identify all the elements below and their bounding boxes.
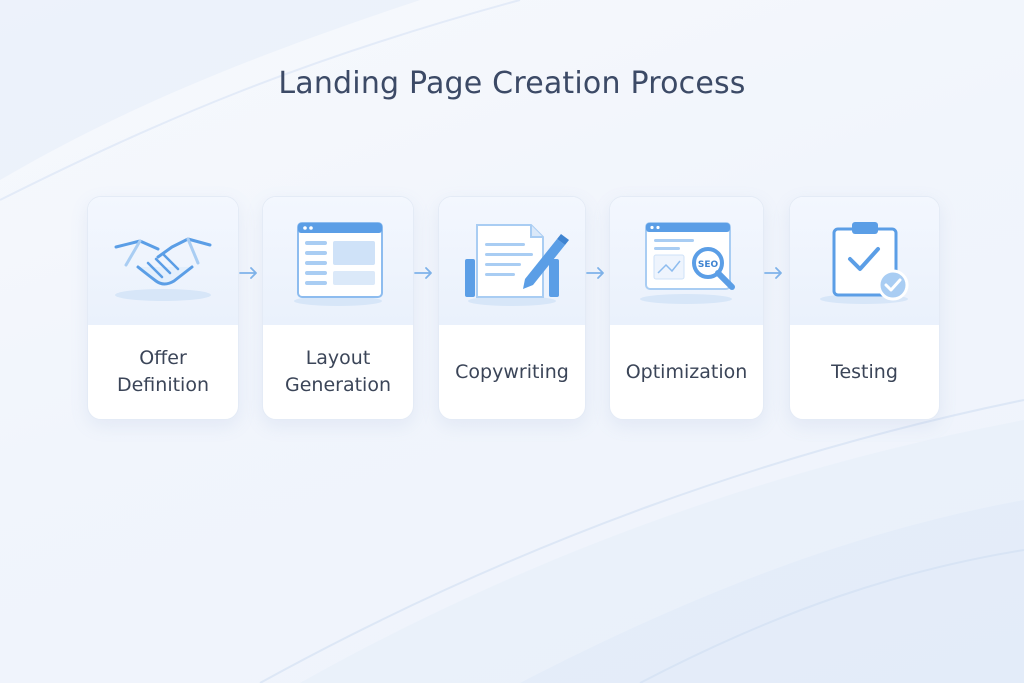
step-label: Testing <box>831 360 898 383</box>
document-pen-icon <box>465 224 569 306</box>
page-title: Landing Page Creation Process <box>278 66 746 101</box>
step-label: Optimization <box>625 360 748 383</box>
step-card-testing: Testing <box>789 196 940 420</box>
handshake-icon <box>114 237 212 301</box>
step-card-offer-definition: Offer Definition <box>87 196 239 420</box>
arrow-right-icon <box>586 267 604 279</box>
seo-badge-text: SEO <box>698 260 719 270</box>
step-card-optimization: SEO Optimization <box>609 196 764 420</box>
step-card-copywriting: Copywriting <box>438 196 586 420</box>
seo-magnifier-icon: SEO <box>640 222 735 304</box>
arrow-right-icon <box>239 267 257 279</box>
step-label: Offer Definition <box>116 347 209 396</box>
arrow-right-icon <box>414 267 432 279</box>
clipboard-check-icon <box>820 222 909 304</box>
browser-layout-icon <box>294 222 383 306</box>
step-label: Copywriting <box>455 360 569 383</box>
step-label: Layout Generation <box>285 347 391 396</box>
arrow-right-icon <box>764 267 782 279</box>
step-card-layout-generation: Layout Generation <box>262 196 414 420</box>
